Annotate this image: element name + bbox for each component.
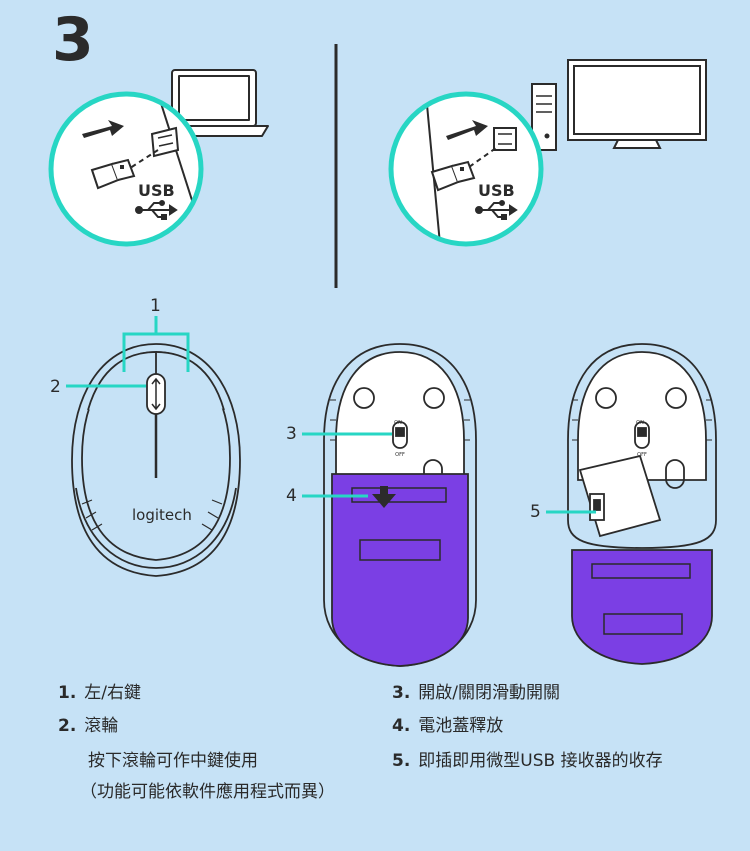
mouse-top-view: [71, 343, 241, 577]
usb-symbol-icon: [475, 200, 518, 220]
callout-4: 4: [286, 486, 368, 506]
insert-arrow-icon: [446, 120, 488, 140]
mouse-bottom-view-receiver: [567, 343, 717, 665]
release-arrow-icon: [372, 486, 396, 508]
caption-2-number: 2.: [58, 716, 77, 736]
svg-text:5: 5: [530, 502, 541, 522]
callout-3: 3: [286, 424, 392, 444]
usb-zoom-circle-right: USB: [388, 91, 544, 247]
caption-3: 3. 開啟/關閉滑動開關: [392, 682, 560, 704]
caption-4-text: 電池蓋釋放: [418, 716, 504, 736]
caption-2-detail: 按下滾輪可作中鍵使用: [88, 751, 258, 771]
usb-label-left: USB: [138, 181, 175, 200]
desktop-illustration: [531, 59, 707, 151]
svg-text:4: 4: [286, 486, 297, 506]
caption-5-number: 5.: [392, 751, 411, 771]
caption-1-text: 左/右鍵: [84, 683, 142, 703]
usb-label-right: USB: [478, 181, 515, 200]
step-number: 3: [52, 5, 94, 75]
insert-arrow-icon: [82, 120, 124, 138]
usb-zoom-circle-left: USB: [48, 91, 204, 247]
caption-2-text: 滾輪: [84, 716, 119, 736]
svg-text:2: 2: [50, 377, 61, 397]
caption-1: 1. 左/右鍵: [58, 682, 141, 704]
svg-text:3: 3: [286, 424, 297, 444]
callout-5: 5: [530, 502, 596, 522]
usb-receiver-icon: [90, 158, 136, 190]
caption-3-number: 3.: [392, 683, 411, 703]
caption-2-note: （功能可能依軟件應用程式而異）: [80, 782, 335, 802]
caption-4: 4. 電池蓋釋放: [392, 715, 503, 737]
caption-3-text: 開啟/關閉滑動開關: [418, 683, 561, 703]
caption-4-number: 4.: [392, 716, 411, 736]
switch-on-label: ON: [636, 420, 644, 426]
brand-logo: logitech: [132, 506, 192, 524]
svg-text:1: 1: [150, 296, 161, 316]
caption-2: 2. 滾輪: [58, 715, 118, 737]
callout-1: 1: [122, 296, 190, 372]
callout-2: 2: [50, 377, 146, 397]
caption-5: 5. 即插即用微型USB 接收器的收存: [392, 750, 663, 772]
caption-5-text: 即插即用微型USB 接收器的收存: [418, 751, 663, 771]
usb-receiver-icon: [430, 160, 476, 192]
mouse-bottom-view-battery: [323, 343, 477, 667]
usb-symbol-icon: [135, 200, 178, 220]
switch-on-label: ON: [394, 420, 402, 426]
laptop-illustration: [159, 69, 269, 137]
switch-off-label: OFF: [395, 452, 405, 458]
caption-1-number: 1.: [58, 683, 77, 703]
switch-off-label: OFF: [637, 452, 647, 458]
